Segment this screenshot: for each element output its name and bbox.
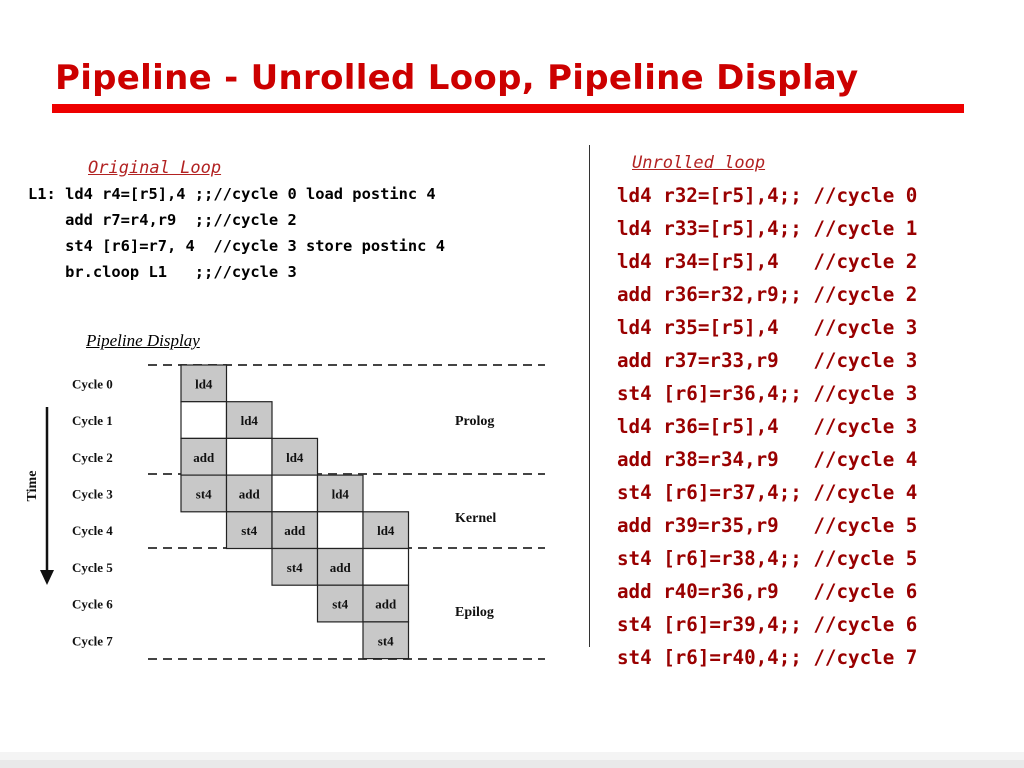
pipeline-cell: [362, 621, 410, 660]
unrolled-line: st4 [r6]=r39,4;; //cycle 6: [617, 613, 918, 636]
pipeline-cell-label: st4: [378, 633, 394, 648]
original-line-4: br.cloop L1 ;;//cycle 3: [28, 263, 297, 281]
original-line-1: L1: ld4 r4=[r5],4 ;;//cycle 0 load posti…: [28, 185, 436, 203]
cycle-label: Cycle 1: [72, 413, 113, 428]
cycle-label: Cycle 4: [72, 523, 113, 538]
pipeline-cell: [271, 474, 319, 513]
title-underline-rule: [52, 104, 964, 113]
pipeline-cell-label: ld4: [241, 413, 259, 428]
cycle-label: Cycle 6: [72, 597, 113, 612]
pipeline-cell-label: add: [330, 560, 352, 575]
page-title: Pipeline - Unrolled Loop, Pipeline Displ…: [55, 58, 859, 98]
pipeline-cell-label: ld4: [286, 450, 304, 465]
unrolled-line: ld4 r36=[r5],4 //cycle 3: [617, 415, 918, 438]
unrolled-line: add r40=r36,r9 //cycle 6: [617, 580, 918, 603]
unrolled-loop-heading: Unrolled loop: [632, 153, 766, 173]
unrolled-line: add r37=r33,r9 //cycle 3: [617, 349, 918, 372]
unrolled-line: add r39=r35,r9 //cycle 5: [617, 514, 918, 537]
original-loop-heading: Original Loop: [88, 158, 222, 178]
time-axis-label: Time: [25, 471, 40, 502]
pipeline-cell: [362, 547, 410, 586]
pipeline-cell: [271, 547, 319, 586]
pipeline-cell-label: st4: [287, 560, 303, 575]
pipeline-cell-label: add: [284, 523, 306, 538]
pipeline-cell-label: ld4: [377, 523, 395, 538]
pipeline-cell-label: st4: [332, 597, 348, 612]
cycle-label: Cycle 0: [72, 376, 113, 391]
pipeline-cell-label: add: [193, 450, 215, 465]
original-line-3: st4 [r6]=r7, 4 //cycle 3 store postinc 4: [28, 237, 445, 255]
pipeline-cell-label: add: [239, 486, 261, 501]
column-divider: [589, 145, 590, 647]
pipeline-cell: [316, 584, 364, 623]
phase-label: Prolog: [455, 414, 494, 429]
unrolled-line: ld4 r35=[r5],4 //cycle 3: [617, 316, 918, 339]
unrolled-line: st4 [r6]=r40,4;; //cycle 7: [617, 646, 918, 669]
pipeline-cell: [316, 474, 364, 513]
pipeline-display-heading: Pipeline Display: [86, 331, 200, 350]
cycle-label: Cycle 2: [72, 450, 113, 465]
pipeline-cell-label: add: [375, 597, 397, 612]
cycle-label: Cycle 3: [72, 486, 113, 501]
pipeline-cell: [225, 437, 273, 476]
pipeline-cell-label: st4: [241, 523, 257, 538]
cycle-label: Cycle 5: [72, 560, 113, 575]
cycle-label: Cycle 7: [72, 633, 113, 648]
unrolled-line: ld4 r34=[r5],4 //cycle 2: [617, 250, 918, 273]
time-arrow-head: [40, 570, 54, 585]
phase-label: Epilog: [455, 605, 494, 620]
pipeline-cell: [316, 511, 364, 550]
unrolled-line: add r38=r34,r9 //cycle 4: [617, 448, 918, 471]
unrolled-line: st4 [r6]=r38,4;; //cycle 5: [617, 547, 918, 570]
unrolled-line: add r36=r32,r9;; //cycle 2: [617, 283, 918, 306]
pipeline-cell-label: st4: [196, 486, 212, 501]
pipeline-cell: [225, 511, 273, 550]
original-line-2: add r7=r4,r9 ;;//cycle 2: [28, 211, 297, 229]
pipeline-cell-label: ld4: [332, 486, 350, 501]
pipeline-cell-label: ld4: [195, 376, 213, 391]
pipeline-cell: [180, 401, 228, 440]
unrolled-line: ld4 r32=[r5],4;; //cycle 0: [617, 184, 918, 207]
unrolled-line: ld4 r33=[r5],4;; //cycle 1: [617, 217, 918, 240]
pipeline-cell: [271, 511, 319, 550]
unrolled-line: st4 [r6]=r36,4;; //cycle 3: [617, 382, 918, 405]
unrolled-line: st4 [r6]=r37,4;; //cycle 4: [617, 481, 918, 504]
phase-label: Kernel: [455, 511, 496, 526]
